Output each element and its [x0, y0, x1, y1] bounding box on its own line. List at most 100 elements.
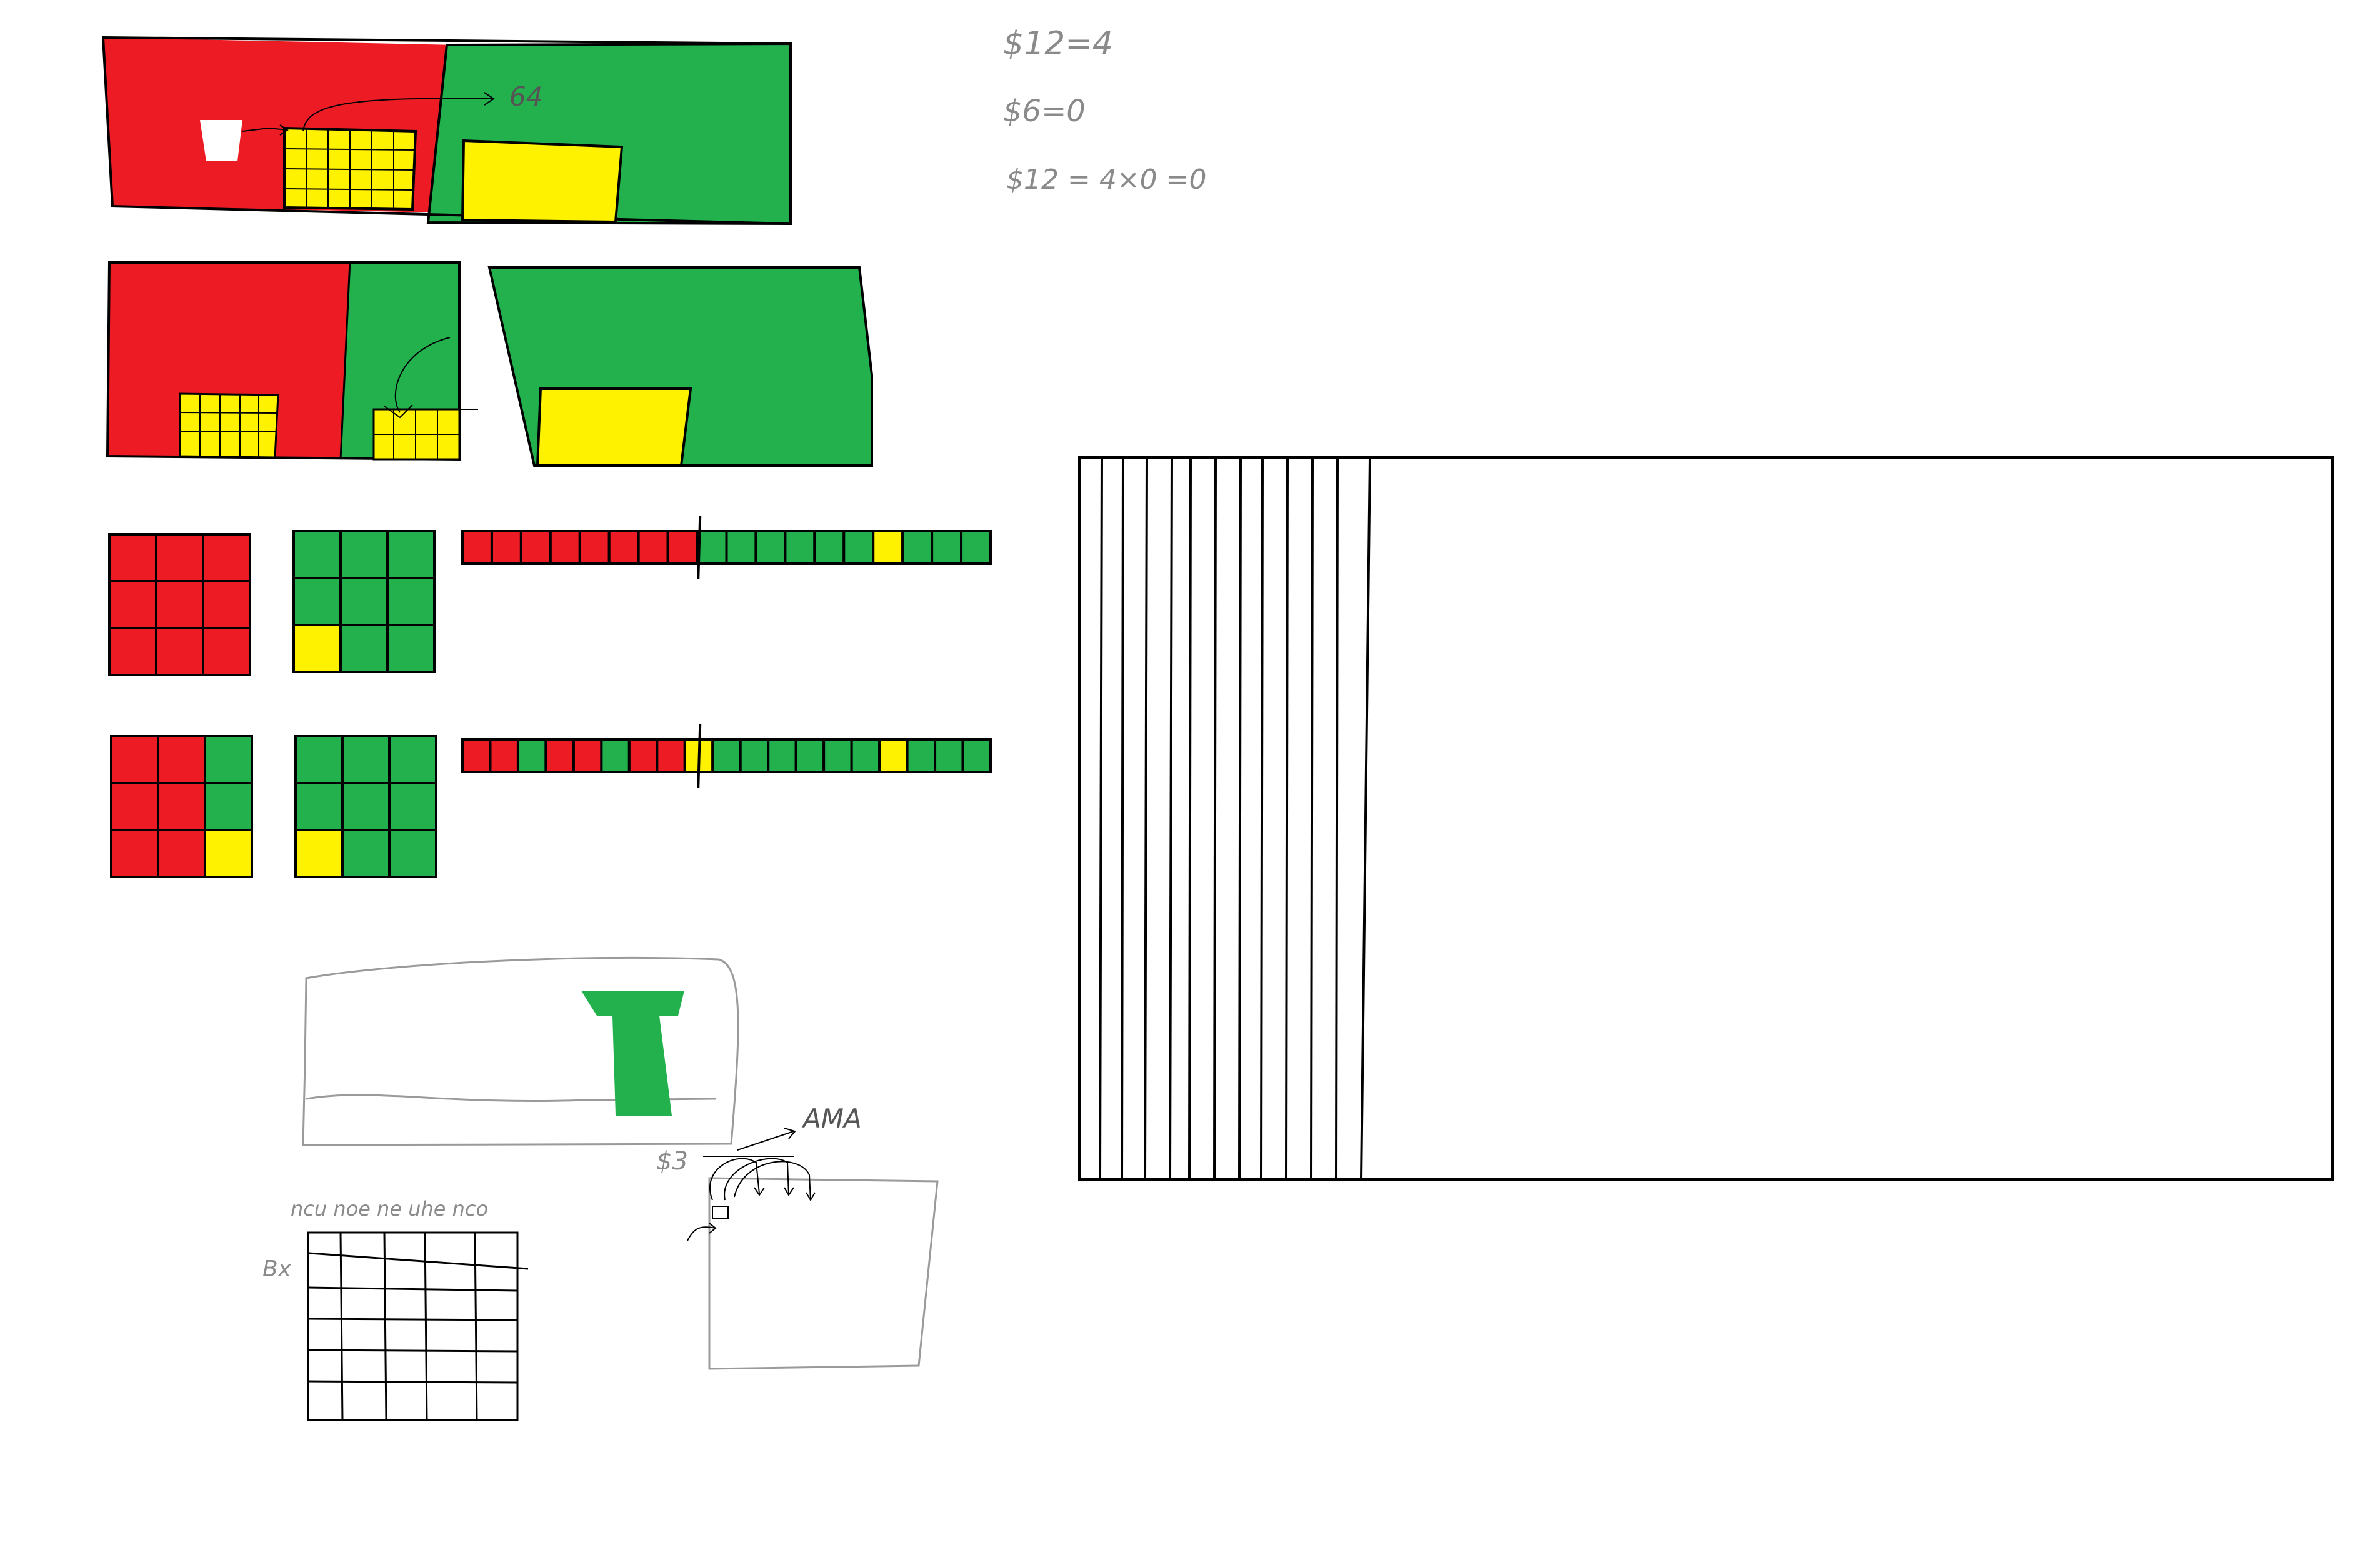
strip-cell — [901, 530, 934, 565]
strip-cell — [906, 738, 937, 773]
t-drawing — [302, 956, 739, 1146]
grid-cell — [202, 580, 251, 629]
note-eq2: $6=0 — [1003, 94, 1086, 129]
strip-cell — [549, 530, 581, 565]
grid-cell — [341, 735, 391, 784]
grid-cell — [341, 829, 391, 878]
grid-cell — [155, 580, 204, 629]
strip-cell — [461, 530, 493, 565]
strip-cell — [656, 738, 686, 773]
strip-cell — [725, 530, 758, 565]
note-arrow-ama: AMA — [803, 1103, 862, 1134]
strip-cell — [578, 530, 611, 565]
striped-rectangle — [1078, 456, 2334, 1181]
strip-cell — [961, 738, 992, 773]
arrow-box-arrows — [687, 1128, 816, 1241]
block-1-grid-lines — [284, 129, 416, 209]
strip-cell — [490, 530, 522, 565]
grid-cell — [292, 530, 342, 579]
grid-cell — [339, 624, 389, 673]
grid-cell — [110, 829, 159, 878]
cell-strip-1 — [461, 515, 992, 580]
grid-cell — [157, 735, 206, 784]
strip-cell — [767, 738, 798, 773]
strip-cell — [572, 738, 603, 773]
note-bx: Bx — [262, 1256, 292, 1282]
block-1-arrow-64 — [302, 92, 495, 132]
strip-divider — [697, 723, 702, 788]
note-s3: $3 — [656, 1147, 688, 1176]
strip-cell — [872, 530, 904, 565]
strip-cell — [608, 530, 640, 565]
block-2-yellow-large — [536, 388, 692, 467]
strip-cell — [637, 530, 669, 565]
grid-cell — [110, 782, 159, 831]
strip-cell — [519, 530, 552, 565]
grid-cell — [204, 782, 253, 831]
strip-cell — [489, 738, 519, 773]
grid-cell — [294, 735, 344, 784]
grid-cell — [386, 624, 436, 673]
strip-cell — [754, 530, 787, 565]
strip-cell — [600, 738, 631, 773]
cell-strip-2 — [461, 723, 992, 788]
strip-cell — [516, 738, 548, 773]
grid-3x3-mixed — [110, 735, 253, 878]
note-arrow-64: 64 — [509, 81, 543, 112]
block-1-white-cup — [200, 120, 242, 161]
grid-cell — [388, 782, 438, 831]
block-1 — [101, 36, 792, 226]
strip-cell — [544, 738, 575, 773]
grid-cell — [292, 577, 342, 626]
grid-cell — [108, 627, 158, 676]
grid-cell — [388, 829, 438, 878]
grid-cell — [388, 735, 438, 784]
strip-cell — [934, 738, 964, 773]
strip-cell — [461, 738, 492, 773]
grid-cell — [204, 829, 253, 878]
note-grid-header: ncu noe ne uhe nco — [291, 1197, 489, 1221]
block-2-yellow-grid-left — [179, 392, 279, 459]
grid-cell — [339, 577, 389, 626]
strip-cell — [931, 530, 963, 565]
t-outline — [302, 956, 739, 1146]
block-1-arrow-to-grid — [242, 124, 289, 136]
strip-cell — [813, 530, 846, 565]
grid-cell — [108, 580, 158, 629]
t-shape — [581, 991, 684, 1116]
grid-cell — [292, 624, 342, 673]
strip-cell — [711, 738, 742, 773]
strip-cell — [850, 738, 881, 773]
strip-cell — [878, 738, 909, 773]
block-2 — [106, 261, 873, 467]
arrow-box — [708, 1177, 939, 1370]
strip-divider — [697, 515, 702, 580]
grid-cell — [108, 533, 158, 582]
block-2-curved-arrow — [384, 337, 451, 419]
strip-cell — [842, 530, 875, 565]
grid-cell — [339, 530, 389, 579]
grid-cell — [294, 829, 344, 878]
strip-cell — [960, 530, 992, 565]
grid-cell — [386, 530, 436, 579]
grid-cell — [204, 735, 253, 784]
grid-cell — [294, 782, 344, 831]
block-1-yellow-large — [461, 139, 624, 224]
grid-cell — [110, 735, 159, 784]
grid-cell — [155, 627, 204, 676]
grid-cell — [155, 533, 204, 582]
strip-cell — [666, 530, 699, 565]
grid-3x3-red — [108, 533, 251, 676]
grid-cell — [202, 533, 251, 582]
strip-cell — [739, 738, 770, 773]
strip-cell — [696, 530, 728, 565]
line-grid — [307, 1231, 529, 1421]
strip-cell — [628, 738, 659, 773]
grid-3x3-green-yellow-2 — [294, 735, 438, 878]
grid-cell — [386, 577, 436, 626]
grid-cell — [157, 829, 206, 878]
strip-cell — [794, 738, 826, 773]
note-eq1: $12=4 — [1003, 25, 1113, 62]
strip-cell — [822, 738, 853, 773]
